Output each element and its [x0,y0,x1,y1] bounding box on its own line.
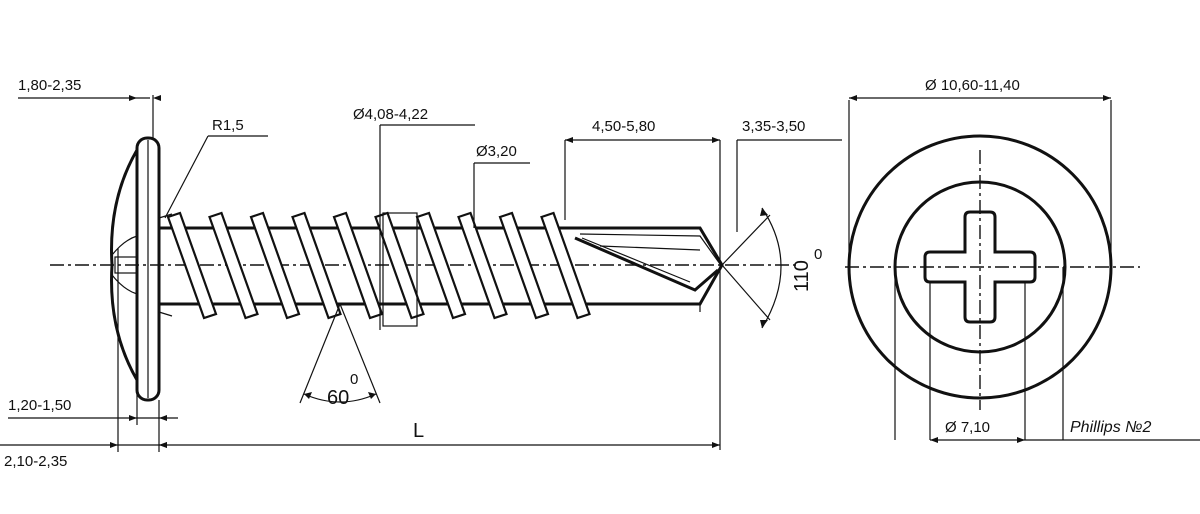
outer-diameter-box [382,212,418,327]
label-thread-angle-degree: 0 [350,371,358,388]
label-core-diameter: Ø3,20 [476,143,517,160]
point-angle-marker [721,207,782,329]
extension-lines [117,95,738,452]
screw-top-view: Ø 10,60-11,40 Ø 7,10 Phillips №2 [845,77,1200,443]
thread-crest [457,211,508,320]
dim-length: L [159,420,720,448]
dim-outer-diameter: Ø4,08-4,22 [353,106,475,330]
dim-drive-type: Phillips №2 [1025,419,1200,441]
label-head-height: 2,10-2,35 [4,453,67,470]
thread-crests [166,211,591,320]
dim-core-diameter: Ø3,20 [473,143,530,228]
dim-recess-diameter: Ø 7,10 [930,419,1025,443]
dim-drill-tip: 3,35-3,50 [737,118,842,141]
label-drive-type: Phillips №2 [1070,419,1151,436]
label-length: L [413,420,424,442]
label-point-angle-degree: 0 [814,246,822,263]
dim-head-diameter: Ø 10,60-11,40 [849,77,1111,101]
label-recess-diameter: Ø 7,10 [945,419,990,436]
thread-crest [415,211,467,320]
dim-drill-length: 4,50-5,80 [565,118,720,143]
label-washer-thickness: 1,20-1,50 [8,397,71,414]
thread-crest [540,211,591,320]
thread-crest [166,211,218,320]
phillips-recess-icon [923,210,1037,324]
label-thread-angle: 60 [327,387,349,409]
screw-side-view: 1,80-2,35 R1,5 Ø4,08-4,22 Ø3,20 4,50-5,8… [0,77,842,470]
label-head-diameter: Ø 10,60-11,40 [925,77,1020,94]
thread-crest [291,211,342,320]
thread-crest [208,211,259,320]
label-point-angle: 110 [791,260,813,292]
label-drill-tip: 3,35-3,50 [742,118,805,135]
thread-crest [332,211,384,320]
drill-point [565,226,724,306]
label-outer-diameter: Ø4,08-4,22 [353,106,428,123]
thread-angle-marker [299,303,381,404]
dim-washer-thickness: 1,20-1,50 [8,397,178,421]
label-fillet-radius: R1,5 [212,117,244,134]
washer-head [110,136,173,402]
dim-head-height: 2,10-2,35 [0,442,167,470]
label-drill-length: 4,50-5,80 [592,118,655,135]
thread-crest [498,211,550,320]
thread-crest [249,211,301,320]
label-head-thickness: 1,80-2,35 [18,77,81,94]
dim-fillet-radius: R1,5 [164,117,268,219]
dim-head-thickness: 1,80-2,35 [18,77,161,101]
